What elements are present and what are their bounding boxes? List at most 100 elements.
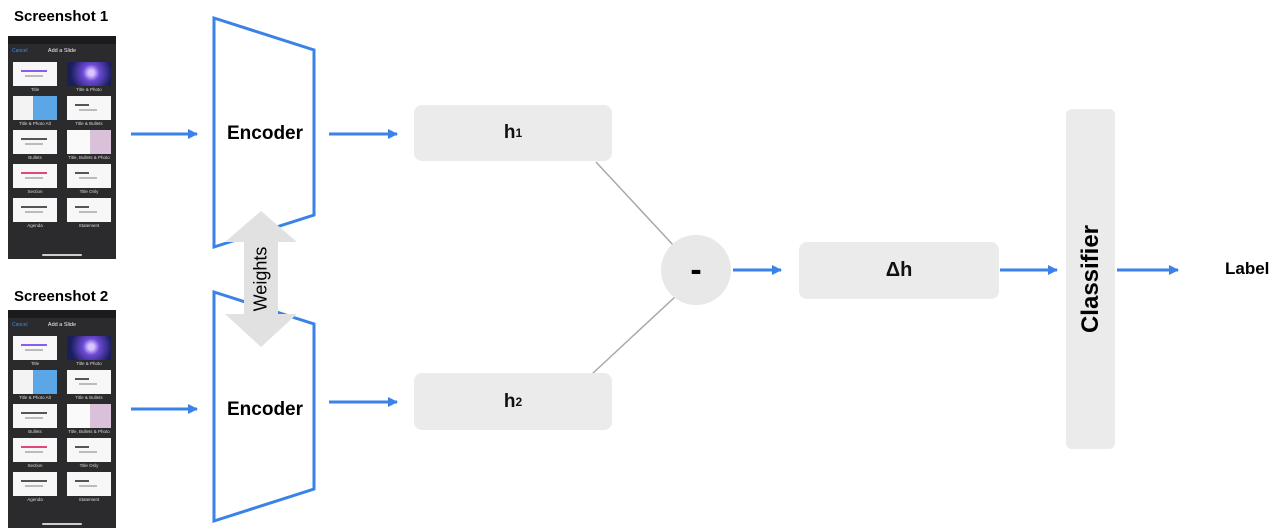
- slide-layout-label: Title: [30, 87, 40, 92]
- delta-h-box: Δh: [799, 242, 999, 299]
- slide-thumbnail: [13, 438, 57, 462]
- slide-thumbnail: [67, 370, 111, 394]
- phone-status-bar: [8, 310, 116, 318]
- slide-layout-label: Title, Bullets & Photo: [68, 429, 110, 434]
- subtraction-symbol: -: [690, 250, 702, 289]
- slide-layout-option: Bullets: [13, 130, 57, 160]
- thumbnail-text-line: [21, 412, 47, 414]
- slide-thumbnail: [13, 404, 57, 428]
- slide-thumbnail: [13, 198, 57, 222]
- thumbnail-text-line: [25, 485, 43, 487]
- slide-layout-option: Title, Bullets & Photo: [67, 404, 111, 434]
- phone-header: Cancel Add a Slide: [8, 318, 116, 334]
- slide-layout-label: Title, Bullets & Photo: [68, 155, 110, 160]
- slide-thumbnail: [13, 472, 57, 496]
- encoder-1-label: Encoder: [227, 123, 304, 144]
- slide-layout-option: Statement: [67, 472, 111, 502]
- thumbnail-text-line: [79, 177, 97, 179]
- thumbnail-text-line: [79, 485, 97, 487]
- slide-layout-option: Agenda: [13, 198, 57, 228]
- slide-layout-label: Agenda: [27, 497, 43, 502]
- slide-thumbnail: [67, 198, 111, 222]
- slide-layout-label: Title & Bullets: [75, 121, 103, 126]
- embedding-h1-symbol: h: [503, 122, 516, 143]
- slide-thumbnail: [67, 438, 111, 462]
- phone-header: Cancel Add a Slide: [8, 44, 116, 60]
- slide-layout-label: Title Only: [79, 189, 99, 194]
- slide-thumbnail: [67, 96, 111, 120]
- slide-layout-label: Title Only: [79, 463, 99, 468]
- thumbnail-text-line: [25, 417, 43, 419]
- slide-layout-option: Title & Bullets: [67, 96, 111, 126]
- slide-thumbnail: [13, 164, 57, 188]
- phone-title: Add a Slide: [47, 322, 77, 328]
- phone-cancel-link: Cancel: [12, 322, 28, 328]
- encoder-shape-1: [212, 15, 316, 250]
- slide-layout-option: Agenda: [13, 472, 57, 502]
- slide-thumbnail: [13, 130, 57, 154]
- slide-thumbnail: [67, 472, 111, 496]
- slide-layout-option: Title Only: [67, 164, 111, 194]
- phone-home-indicator: [42, 523, 82, 525]
- thumbnail-text-line: [21, 172, 47, 174]
- connector-h2-to-minus: [591, 295, 677, 375]
- screenshot-2-title: Screenshot 2: [14, 288, 109, 305]
- slide-layout-option: Title & Photo Alt: [13, 370, 57, 400]
- slide-thumbnail: [67, 130, 111, 154]
- thumbnail-text-line: [25, 211, 43, 213]
- embedding-h1-subscript: 1: [515, 126, 523, 140]
- slide-thumbnail: [13, 62, 57, 86]
- slide-layout-label: Section: [27, 463, 43, 468]
- slide-layout-option: Title & Bullets: [67, 370, 111, 400]
- slide-layout-label: Statement: [78, 497, 100, 502]
- slide-layout-option: Title & Photo Alt: [13, 96, 57, 126]
- thumbnail-text-line: [21, 344, 47, 346]
- classifier-label: Classifier: [1076, 224, 1104, 334]
- slide-thumbnail: [67, 336, 111, 360]
- weights-label: Weights: [250, 246, 271, 312]
- thumbnail-text-line: [21, 480, 47, 482]
- slide-layout-label: Bullets: [28, 155, 42, 160]
- thumbnail-text-line: [75, 446, 89, 448]
- embedding-h2-subscript: 2: [515, 394, 523, 409]
- slide-layout-label: Title & Photo Alt: [19, 395, 51, 400]
- slide-layout-label: Statement: [78, 223, 100, 228]
- slide-layout-option: Title, Bullets & Photo: [67, 130, 111, 160]
- screenshot-1-title: Screenshot 1: [14, 8, 109, 25]
- thumbnail-text-line: [25, 451, 43, 453]
- thumbnail-text-line: [21, 446, 47, 448]
- encoder-shape-2: [212, 289, 316, 524]
- slide-layout-label: Title & Bullets: [75, 395, 103, 400]
- slide-layout-option: Title: [13, 336, 57, 366]
- phone-title: Add a Slide: [47, 48, 77, 54]
- slide-layout-label: Section: [27, 189, 43, 194]
- slide-layout-label: Title & Photo Alt: [19, 121, 51, 126]
- thumbnail-text-line: [79, 211, 97, 213]
- thumbnail-text-line: [25, 177, 43, 179]
- slide-layout-option: Section: [13, 438, 57, 468]
- slide-thumbnail: [13, 370, 57, 394]
- slide-layout-label: Agenda: [27, 223, 43, 228]
- phone-cancel-link: Cancel: [12, 48, 28, 54]
- thumbnail-text-line: [75, 206, 89, 208]
- thumbnail-text-line: [25, 349, 43, 351]
- subtraction-node: -: [661, 235, 731, 305]
- slide-layout-label: Bullets: [28, 429, 42, 434]
- thumbnail-text-line: [21, 138, 47, 140]
- phone-home-indicator: [42, 254, 82, 256]
- slide-layout-option: Statement: [67, 198, 111, 228]
- thumbnail-text-line: [25, 143, 43, 145]
- weights-double-arrow: [225, 211, 297, 347]
- thumbnail-text-line: [79, 109, 97, 111]
- thumbnail-text-line: [25, 75, 43, 77]
- slide-layout-option: Bullets: [13, 404, 57, 434]
- slide-layout-label: Title & Photo: [76, 361, 102, 366]
- output-label: Label: [1225, 259, 1270, 278]
